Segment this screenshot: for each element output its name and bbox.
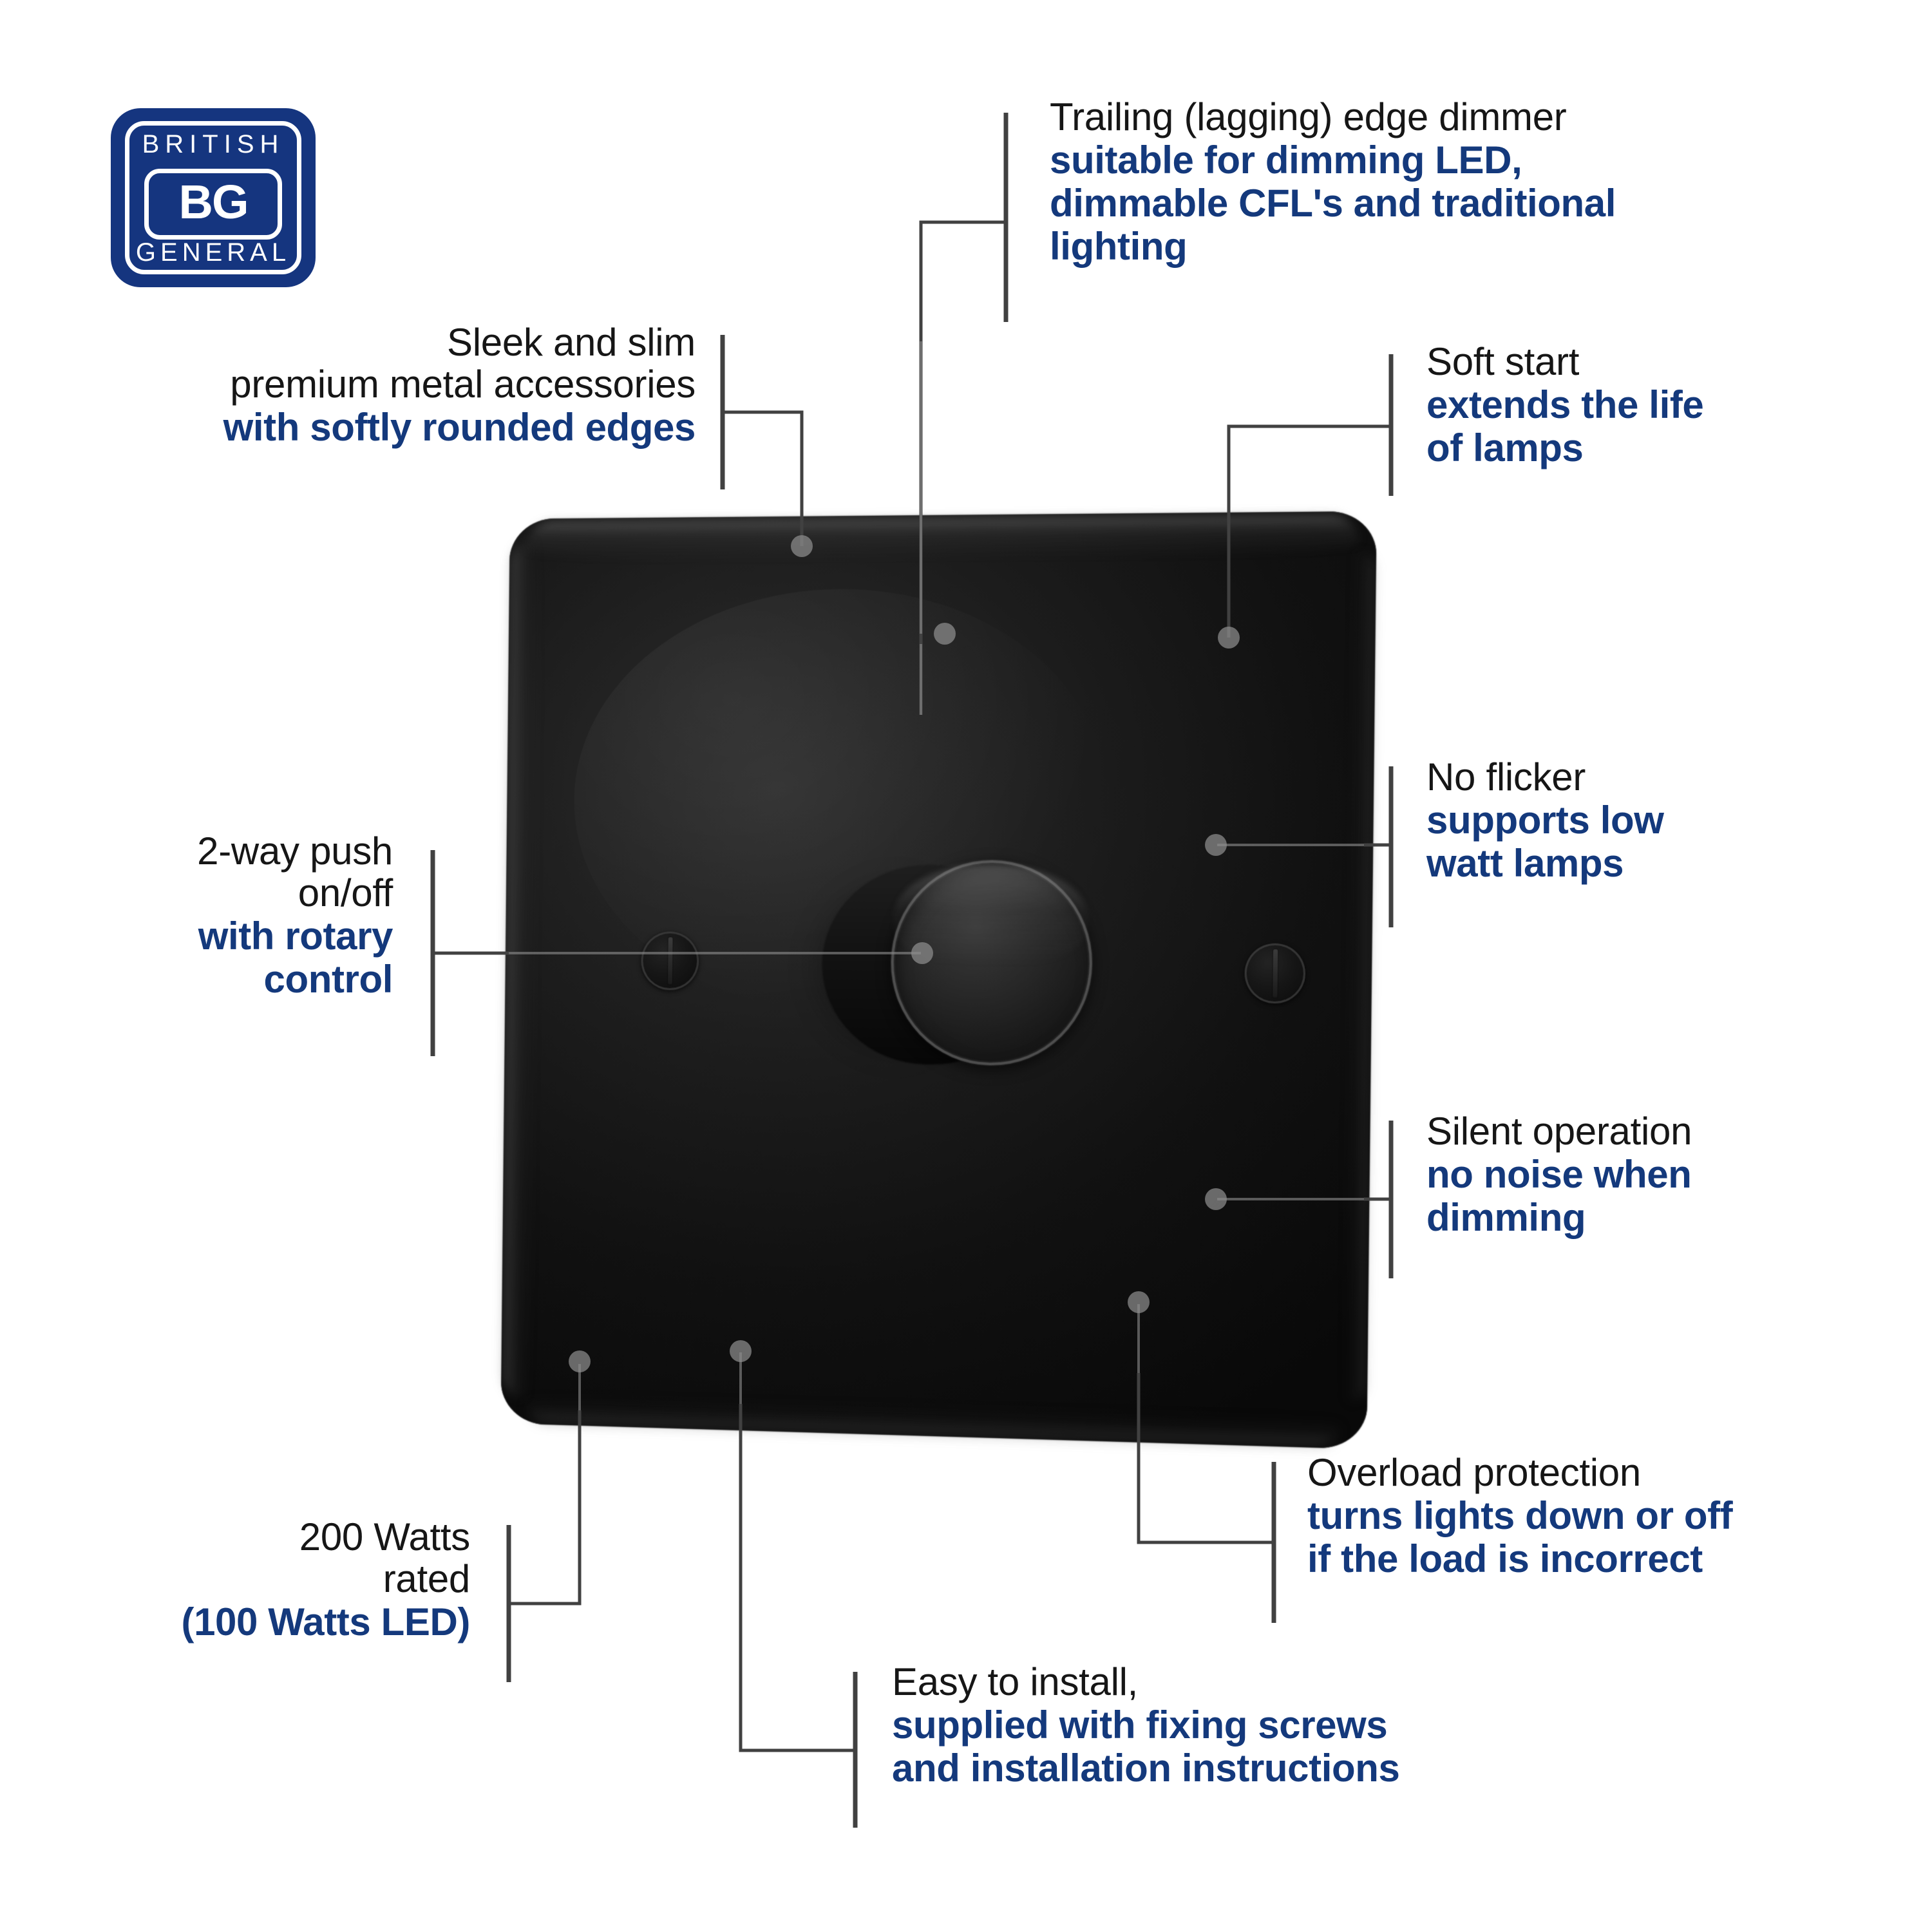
screw-slot [667,937,673,985]
callout-overload-plain: Overload protection [1307,1451,1641,1494]
screw-slot [1272,949,1278,998]
callout-noflicker-plain: No flicker [1426,755,1586,799]
callout-trailing-bold-3: lighting [1050,225,1188,269]
callout-trailing-bold-2: dimmable CFL's and traditional [1050,181,1616,225]
callout-easy-bold-1: supplied with fixing screws [892,1703,1388,1747]
bg-british-general-logo: BRITISH BG GENERAL [111,108,316,287]
callout-watts-bold-1: (100 Watts LED) [181,1600,470,1643]
faceplate-top-bevel [526,514,1359,561]
callout-2way-bold-2: control [263,957,393,1001]
callout-sleek-bold-1: with softly rounded edges [223,405,696,449]
callout-trailing-edge-dimmer: Trailing (lagging) edge dimmer suitable … [1050,95,1861,269]
fixing-screw-right-icon [1244,943,1306,1004]
fixing-screw-left-icon [641,931,699,990]
callout-watts-plain-2: rated [383,1557,471,1600]
callout-softstart-bold-1: extends the life [1426,383,1704,426]
callout-no-flicker: No flicker supports low watt lamps [1426,755,1916,885]
callout-softstart-bold-2: of lamps [1426,426,1584,469]
callout-overload-protection: Overload protection turns lights down or… [1307,1452,1906,1580]
callout-soft-start: Soft start extends the life of lamps [1426,341,1916,469]
callout-silent-plain: Silent operation [1426,1110,1692,1153]
logo-bottom-text: GENERAL [135,238,291,267]
faceplate-left-bevel [502,540,540,1399]
callout-easy-to-install: Easy to install, supplied with fixing sc… [892,1660,1613,1790]
callout-silent-operation: Silent operation no noise when dimming [1426,1110,1916,1239]
callout-noflicker-bold-2: watt lamps [1426,841,1624,885]
callout-sleek-plain-1: Sleek and slim [447,321,696,364]
leader-watts [509,1410,582,1605]
knob-rim-highlight [893,863,1088,969]
callout-sleek-plain-2: premium metal accessories [230,362,696,406]
callout-easy-bold-2: and installation instructions [892,1746,1400,1790]
logo-monogram-text: BG [178,175,249,229]
rotary-dimmer-knob[interactable] [802,859,1094,1075]
logo-top-text: BRITISH [142,130,285,158]
callout-watts-rated: 200 Watts rated (100 Watts LED) [161,1515,471,1643]
faceplate-surface [500,511,1377,1450]
callout-2way-plain-2: on/off [298,871,393,914]
leader-easy [739,1404,855,1752]
callout-2way-plain-1: 2-way push [197,829,393,873]
faceplate-right-bevel [1343,550,1376,1404]
callout-trailing-bold-1: suitable for dimming LED, [1050,138,1522,182]
callout-watts-plain-1: 200 Watts [299,1515,471,1558]
callout-two-way-push: 2-way push on/off with rotary control [90,829,393,1001]
callout-easy-plain: Easy to install, [892,1660,1139,1703]
dimmer-switch-faceplate [496,511,1377,1450]
callout-trailing-plain: Trailing (lagging) edge dimmer [1050,95,1567,138]
callout-noflicker-bold-1: supports low [1426,798,1664,842]
callout-sleek-and-slim: Sleek and slim premium metal accessories… [39,321,696,449]
logo-monogram-box: BG [144,169,282,240]
callout-overload-bold-2: if the load is incorrect [1307,1537,1703,1580]
logo-inner-border [125,121,301,274]
callout-silent-bold-2: dimming [1426,1195,1586,1239]
callout-silent-bold-1: no noise when [1426,1152,1692,1196]
callout-softstart-plain: Soft start [1426,340,1580,383]
callout-2way-bold-1: with rotary [198,914,393,958]
faceplate-bottom-bevel [526,1394,1341,1448]
callout-overload-bold-1: turns lights down or off [1307,1493,1733,1537]
